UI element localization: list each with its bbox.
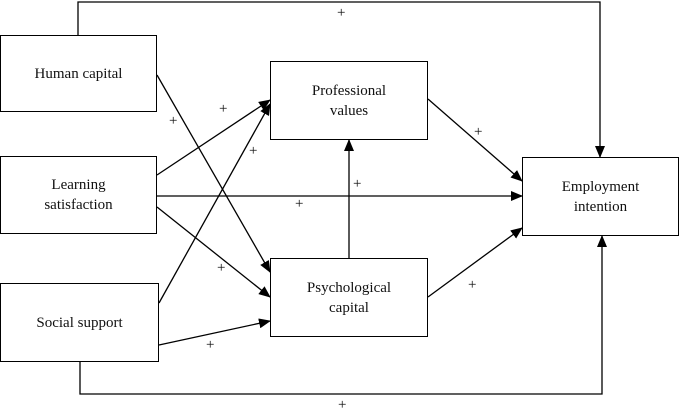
node-human-capital: Human capital bbox=[0, 35, 157, 112]
label-social-psychological: + bbox=[206, 337, 215, 353]
edge-professional-employment bbox=[427, 98, 523, 182]
label-learning-professional: + bbox=[219, 101, 228, 117]
node-psychological-capital-text: Psychological capital bbox=[307, 278, 391, 318]
edge-learning-professional bbox=[156, 99, 271, 176]
node-social-support-label: Social support bbox=[36, 314, 123, 331]
node-psychological-capital-line2: capital bbox=[329, 299, 369, 316]
node-professional-values-line1: Professional bbox=[311, 82, 387, 99]
label-social-professional: + bbox=[249, 143, 258, 159]
edge-human-employment-loop bbox=[77, 1, 605, 158]
node-learning-satisfaction-text: Learning satisfaction bbox=[44, 175, 112, 215]
label-professional-employment: + bbox=[474, 124, 483, 140]
edge-social-professional bbox=[158, 103, 271, 304]
edge-human-psychological bbox=[156, 74, 271, 273]
edge-social-psychological bbox=[158, 318, 271, 346]
node-psychological-capital: Psychological capital bbox=[270, 258, 428, 337]
label-psychological-professional: + bbox=[353, 176, 362, 192]
node-employment-intention-text: Employment intention bbox=[562, 177, 640, 217]
node-learning-satisfaction: Learning satisfaction bbox=[0, 156, 157, 234]
label-human-psychological: + bbox=[169, 113, 178, 129]
node-employment-intention-line1: Employment bbox=[561, 178, 640, 195]
node-social-support: Social support bbox=[0, 283, 159, 362]
edge-social-employment-loop bbox=[79, 235, 607, 395]
node-professional-values-text: Professional values bbox=[312, 81, 386, 121]
label-human-employment: + bbox=[337, 5, 346, 21]
node-human-capital-label: Human capital bbox=[34, 65, 123, 82]
label-learning-employment: + bbox=[295, 196, 304, 212]
label-social-employment: + bbox=[338, 397, 347, 413]
label-psychological-employment: + bbox=[468, 277, 477, 293]
edge-psychological-employment bbox=[427, 227, 523, 298]
node-learning-satisfaction-line2: satisfaction bbox=[44, 197, 113, 213]
node-learning-satisfaction-line1: Learning bbox=[51, 177, 106, 193]
node-employment-intention-line2: intention bbox=[573, 198, 628, 215]
node-professional-values-line2: values bbox=[329, 102, 369, 119]
node-psychological-capital-line1: Psychological bbox=[306, 279, 392, 296]
edge-learning-psychological bbox=[156, 206, 271, 298]
label-learning-psychological: + bbox=[217, 260, 226, 276]
node-professional-values: Professional values bbox=[270, 61, 428, 140]
node-employment-intention: Employment intention bbox=[522, 157, 679, 236]
